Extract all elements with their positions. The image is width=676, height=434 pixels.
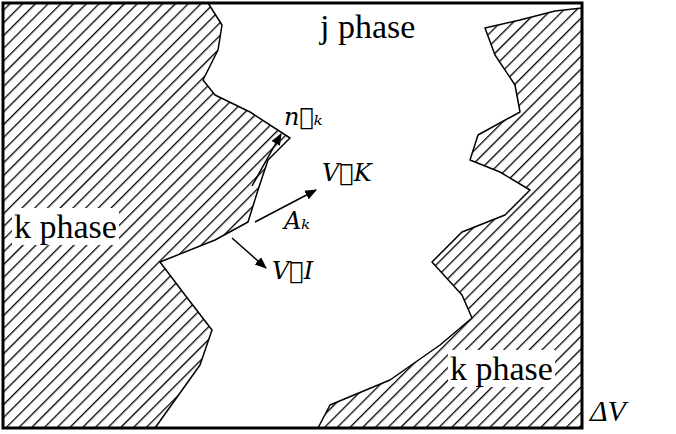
phase-label: k phase xyxy=(448,350,555,387)
k-phase-region xyxy=(3,3,290,428)
phase-label: k phase xyxy=(12,208,119,245)
k-phase-region xyxy=(318,8,582,428)
area-symbol: Aₖ xyxy=(284,208,310,234)
phase-label: j phase xyxy=(318,8,417,45)
interface-velocity-arrow xyxy=(232,238,266,268)
control-volume-frame xyxy=(3,3,582,428)
vector-symbol: n⃗ₖ xyxy=(284,104,323,130)
volume-symbol: ΔV xyxy=(590,394,626,427)
vector-symbol: V⃗K xyxy=(322,160,372,186)
vector-symbol: V⃗I xyxy=(272,258,313,284)
normal-vector-arrow xyxy=(252,134,281,186)
